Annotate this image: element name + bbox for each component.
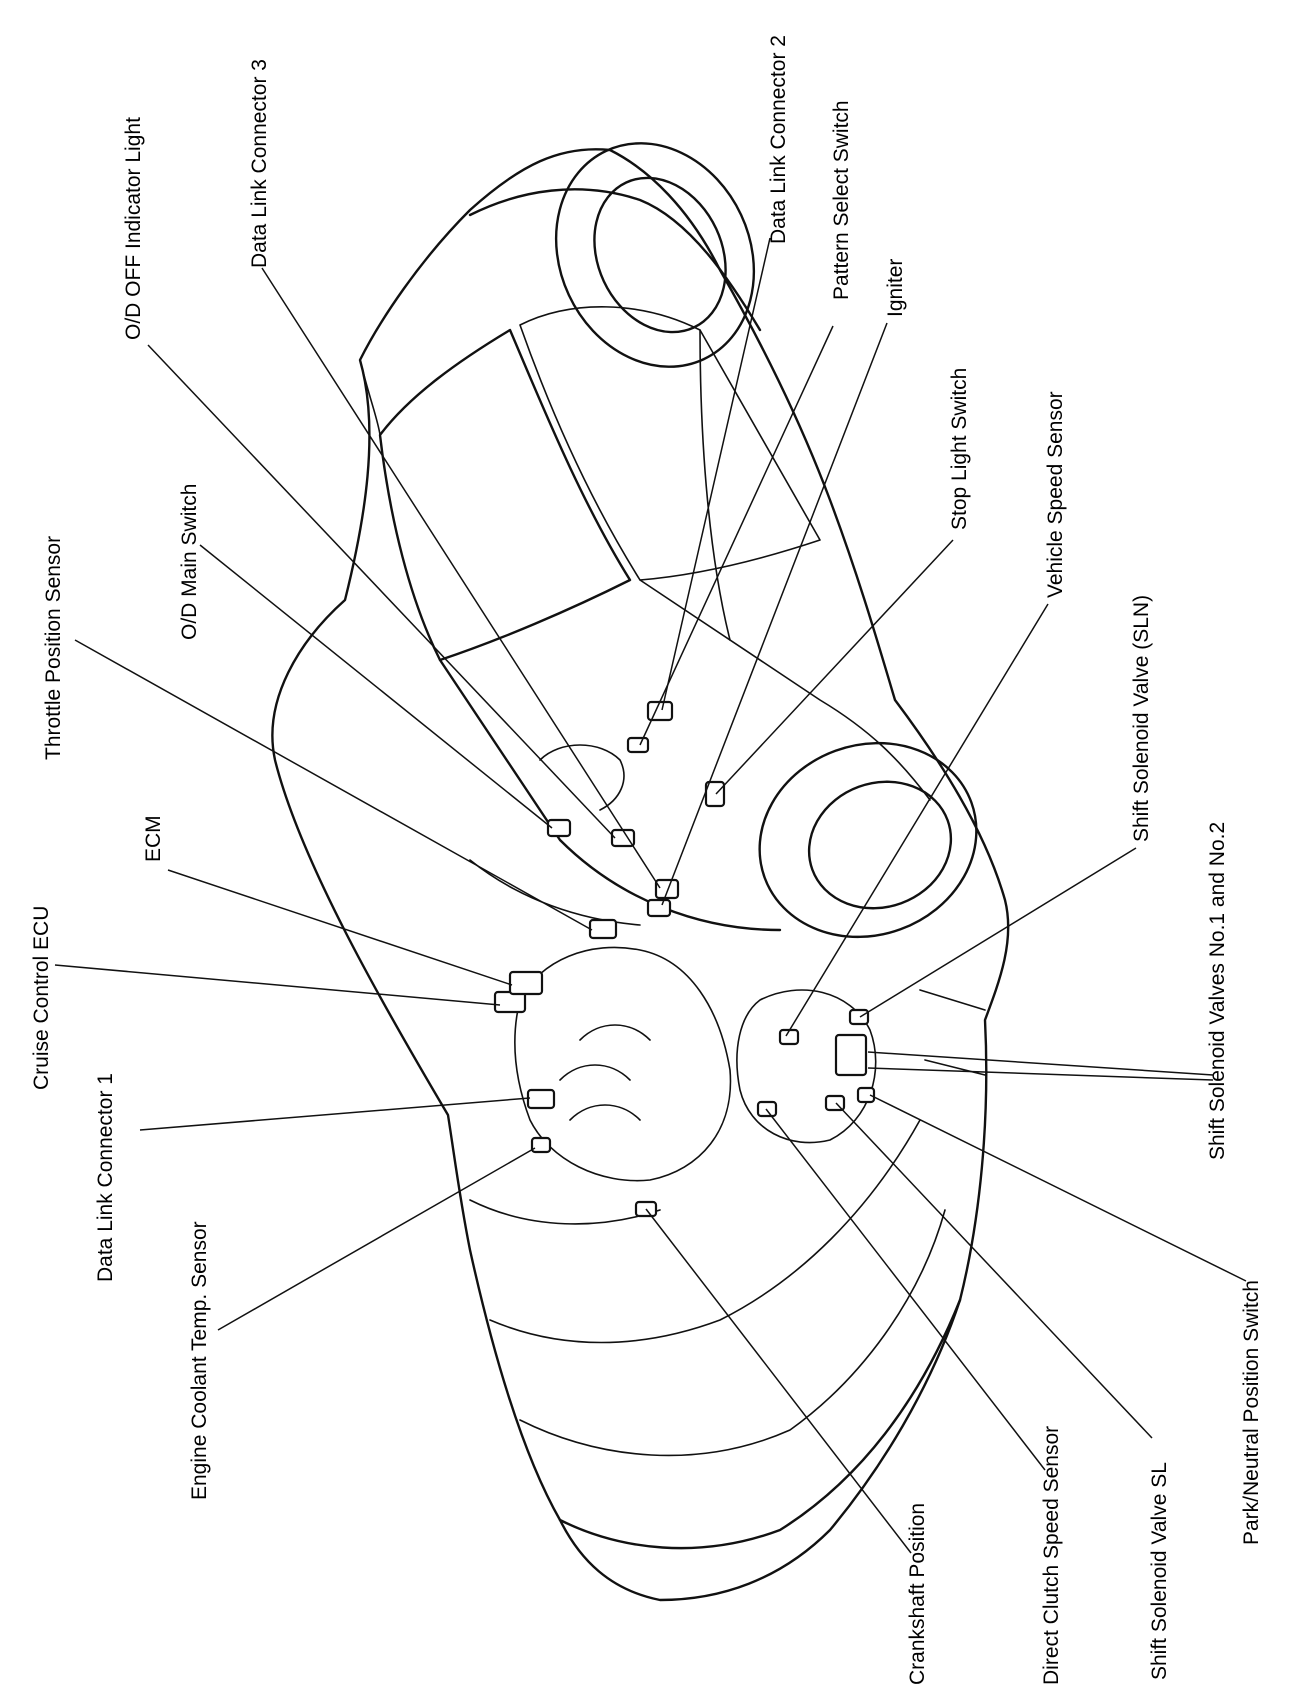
components xyxy=(493,700,876,1218)
leader-park-neutral-position-switch xyxy=(869,1094,1247,1282)
car-illustration xyxy=(271,142,1010,1602)
direct-clutch-speed-sensor-component xyxy=(756,1100,778,1118)
label-engine-coolant-temp-sensor: Engine Coolant Temp. Sensor xyxy=(188,1221,211,1500)
leader-crankshaft-position xyxy=(645,1208,912,1554)
leader-stop-light-switch xyxy=(715,539,954,795)
label-cruise-control-ecu: Cruise Control ECU xyxy=(30,906,53,1090)
beltline xyxy=(639,579,931,801)
leader-ecm xyxy=(167,869,513,986)
rear-wheel xyxy=(554,142,756,368)
label-shift-solenoid-valve-sl: Shift Solenoid Valve SL xyxy=(1148,1462,1171,1680)
windshield xyxy=(378,328,632,662)
leader-shift-solenoid-valve-sl xyxy=(835,1102,1153,1439)
steering-area xyxy=(539,744,625,811)
label-vehicle-speed-sensor: Vehicle Speed Sensor xyxy=(1044,391,1067,598)
igniter-component xyxy=(646,898,672,918)
label-data-link-connector-3: Data Link Connector 3 xyxy=(248,59,271,268)
shift-solenoid-valve-sln-component xyxy=(848,1008,870,1026)
transmission-housing xyxy=(736,989,877,1144)
label-od-off-indicator-light: O/D OFF Indicator Light xyxy=(122,117,145,340)
data-link-connector-2-component xyxy=(646,700,674,722)
hood-line xyxy=(438,658,782,932)
front-bumper xyxy=(558,1298,962,1550)
leader-pattern-select-switch xyxy=(639,325,834,746)
label-igniter: Igniter xyxy=(884,259,907,317)
stop-light-switch-component xyxy=(704,780,726,808)
leader-engine-coolant-temp-sensor xyxy=(217,1147,536,1331)
engine-detail xyxy=(559,1024,651,1121)
label-shift-solenoid-valves-no1-no2-a: Shift Solenoid Valves No.1 and No.2 xyxy=(1206,822,1229,1160)
park-neutral-position-switch-component xyxy=(856,1086,876,1104)
labels: Cruise Control ECU Data Link Connector 1… xyxy=(30,35,1263,1685)
engine-coolant-temp-sensor-component xyxy=(530,1136,552,1154)
label-od-main-switch: O/D Main Switch xyxy=(178,484,201,640)
leader-cruise-control-ecu xyxy=(54,964,501,1006)
firewall xyxy=(469,859,641,926)
leader-direct-clutch-speed-sensor xyxy=(765,1108,1046,1471)
front-grille-line xyxy=(519,1209,946,1457)
leader-throttle-position-sensor xyxy=(74,639,593,931)
label-throttle-position-sensor: Throttle Position Sensor xyxy=(42,536,65,760)
leader-data-link-connector-1 xyxy=(139,1097,531,1131)
data-link-connector-1-component xyxy=(526,1088,556,1110)
label-crankshaft-position: Crankshaft Position xyxy=(906,1503,929,1685)
front-wheel xyxy=(758,741,978,939)
leader-igniter xyxy=(661,322,888,906)
door-line xyxy=(699,329,731,641)
label-data-link-connector-1: Data Link Connector 1 xyxy=(94,1073,117,1282)
label-direct-clutch-speed-sensor: Direct Clutch Speed Sensor xyxy=(1040,1426,1063,1685)
label-shift-solenoid-valve-sln: Shift Solenoid Valve (SLN) xyxy=(1130,595,1153,842)
od-main-switch-component xyxy=(546,818,572,838)
side-window xyxy=(519,306,821,581)
label-park-neutral-position-switch: Park/Neutral Position Switch xyxy=(1240,1280,1263,1545)
engine-bay xyxy=(514,946,732,1182)
leader-data-link-connector-3 xyxy=(261,267,661,889)
pattern-select-switch-component xyxy=(626,736,650,754)
leader-od-off-indicator-light xyxy=(147,344,616,839)
label-ecm: ECM xyxy=(142,815,165,862)
leader-vehicle-speed-sensor xyxy=(785,603,1049,1037)
a-pillar xyxy=(359,359,381,436)
label-stop-light-switch: Stop Light Switch xyxy=(948,368,971,530)
data-link-connector-3-component xyxy=(654,878,680,900)
headlight-line xyxy=(489,1119,921,1344)
ecm-component xyxy=(508,970,544,996)
bumper-stripe xyxy=(919,989,986,1076)
leader-shift-solenoid-valves-a xyxy=(867,1051,1214,1076)
leader-shift-solenoid-valves-b xyxy=(867,1067,1214,1081)
leader-data-link-connector-2 xyxy=(661,237,771,711)
roof-line xyxy=(468,188,762,332)
label-data-link-connector-2: Data Link Connector 2 xyxy=(767,35,790,244)
shift-solenoid-valves-component xyxy=(834,1033,868,1077)
fender-line xyxy=(469,1199,661,1225)
label-pattern-select-switch: Pattern Select Switch xyxy=(830,100,853,300)
leader-od-main-switch xyxy=(199,544,553,829)
leader-shift-solenoid-valve-sln xyxy=(859,847,1137,1018)
car-body-outline xyxy=(271,148,1010,1602)
leader-lines xyxy=(54,237,1247,1554)
throttle-position-sensor-component xyxy=(588,918,618,940)
